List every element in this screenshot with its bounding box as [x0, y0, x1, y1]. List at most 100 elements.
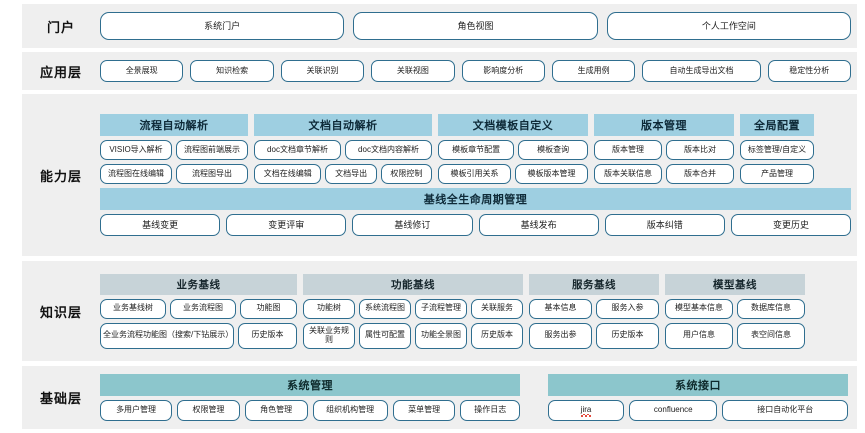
group-header-baseline-lifecycle: 基线全生命周期管理: [100, 188, 851, 210]
cap-item-visio-import-parse[interactable]: VISIO导入解析: [100, 140, 172, 160]
cap-item-version-compare[interactable]: 版本比对: [666, 140, 734, 160]
cap-item-version-manage[interactable]: 版本管理: [594, 140, 662, 160]
portal-item-system-portal[interactable]: 系统门户: [100, 12, 345, 40]
lifecycle-item-change-history[interactable]: 变更历史: [730, 214, 852, 236]
capability-lifecycle-block: 基线全生命周期管理 基线变更 变更评审 基线修订 基线发布 版本纠错 变更历史: [100, 188, 852, 236]
kn-item-business-baseline-tree[interactable]: 业务基线树: [100, 298, 166, 319]
foundation-block-system-interface: 系统接口 jira confluence 接口自动化平台: [548, 374, 848, 421]
kn-item-model-basic-info[interactable]: 模型基本信息: [665, 298, 733, 319]
portal-button-row: 系统门户 角色视图 个人工作空间: [100, 12, 851, 40]
cap-item-tag-mgmt-custom[interactable]: 标签管理/自定义: [740, 140, 814, 160]
cap-item-template-query[interactable]: 模板查询: [518, 140, 588, 160]
lifecycle-item-change-review[interactable]: 变更评审: [226, 214, 347, 236]
layer-label-application: 应用层: [39, 64, 82, 80]
layer-label-knowledge: 知识层: [39, 304, 82, 320]
cap-item-permission-control[interactable]: 权限控制: [380, 164, 432, 184]
app-item-impact-analysis[interactable]: 影响度分析: [461, 60, 545, 82]
group-header-doc-template: 文档模板自定义: [438, 114, 588, 136]
layer-label-capability: 能力层: [39, 168, 82, 184]
cap-item-version-merge[interactable]: 版本合并: [666, 164, 734, 184]
knowledge-group-row: 业务基线 业务基线树 业务流程图 功能图 全业务流程功能图（搜索/下钻展示） 历…: [100, 273, 851, 349]
app-item-stability-analysis[interactable]: 稳定性分析: [767, 60, 851, 82]
kn-item-related-business-rule[interactable]: 关联业务规则: [303, 322, 355, 349]
kn-item-history-version-business[interactable]: 历史版本: [238, 322, 297, 349]
fnd-item-multi-user-mgmt[interactable]: 多用户管理: [100, 400, 173, 421]
kn-item-function-panorama[interactable]: 功能全景图: [415, 322, 467, 349]
cap-item-doc-content-parse[interactable]: doc文档内容解析: [345, 140, 432, 160]
cap-item-template-reference-relation[interactable]: 模板引用关系: [438, 164, 511, 184]
kn-item-history-version-service[interactable]: 历史版本: [596, 322, 659, 349]
app-item-generate-case[interactable]: 生成用例: [551, 60, 636, 82]
group-header-version-mgmt: 版本管理: [594, 114, 734, 136]
fnd-item-menu-mgmt[interactable]: 菜单管理: [392, 400, 456, 421]
cap-item-flowchart-export[interactable]: 流程图导出: [176, 164, 248, 184]
kn-item-related-service[interactable]: 关联服务: [471, 298, 523, 319]
group-row: 文档在线编辑 文档导出 权限控制: [254, 164, 432, 184]
kn-item-subprocess-mgmt[interactable]: 子流程管理: [415, 298, 467, 319]
group-header-system-mgmt: 系统管理: [100, 374, 520, 396]
group-row: 功能树 系统流程图 子流程管理 关联服务: [303, 298, 523, 319]
app-item-panorama[interactable]: 全景展现: [100, 60, 184, 82]
capability-group-row: 流程自动解析 VISIO导入解析 流程图前端展示 流程图在线编辑 流程图导出 文…: [100, 114, 851, 184]
cap-item-flowchart-frontend-display[interactable]: 流程图前端展示: [176, 140, 248, 160]
fnd-item-api-automation-platform[interactable]: 接口自动化平台: [722, 400, 848, 421]
knowledge-group-service-baseline: 服务基线 基本信息 服务入参 服务出参 历史版本: [529, 273, 659, 349]
foundation-block-system-mgmt: 系统管理 多用户管理 权限管理 角色管理 组织机构管理 菜单管理 操作日志: [100, 374, 520, 421]
fnd-item-confluence[interactable]: confluence: [629, 400, 718, 421]
portal-item-personal-workspace[interactable]: 个人工作空间: [606, 12, 851, 40]
group-row: 模板引用关系 模板版本管理: [438, 164, 588, 184]
group-row: 版本管理 版本比对: [594, 140, 734, 160]
cap-item-doc-online-edit[interactable]: 文档在线编辑: [254, 164, 322, 184]
fnd-item-role-mgmt[interactable]: 角色管理: [244, 400, 308, 421]
fnd-item-jira[interactable]: jira: [548, 400, 625, 421]
lifecycle-item-baseline-release[interactable]: 基线发布: [478, 214, 599, 236]
cap-item-product-mgmt[interactable]: 产品管理: [740, 164, 814, 184]
group-row: 模板章节配置 模板查询: [438, 140, 588, 160]
layer-body-application: 全景展现 知识检索 关联识别 关联视图 影响度分析 生成用例 自动生成导出文档 …: [100, 55, 857, 87]
app-item-auto-export-doc[interactable]: 自动生成导出文档: [642, 60, 761, 82]
kn-item-full-business-flow-function-map[interactable]: 全业务流程功能图（搜索/下钻展示）: [100, 322, 235, 349]
group-row: doc文档章节解析 doc文档内容解析: [254, 140, 432, 160]
group-row: 基本信息 服务入参: [529, 298, 659, 319]
app-item-knowledge-search[interactable]: 知识检索: [190, 60, 274, 82]
kn-item-tablespace-info[interactable]: 表空间信息: [737, 322, 805, 349]
foundation-button-row-interface: jira confluence 接口自动化平台: [548, 400, 848, 421]
lifecycle-item-baseline-revision[interactable]: 基线修订: [352, 214, 473, 236]
kn-item-history-version-function[interactable]: 历史版本: [471, 322, 523, 349]
fnd-item-operation-log[interactable]: 操作日志: [460, 400, 520, 421]
kn-item-service-input-param[interactable]: 服务入参: [596, 298, 659, 319]
kn-item-function-tree[interactable]: 功能树: [303, 298, 355, 319]
kn-item-user-info[interactable]: 用户信息: [665, 322, 733, 349]
cap-item-template-chapter-config[interactable]: 模板章节配置: [438, 140, 515, 160]
kn-item-business-flowchart[interactable]: 业务流程图: [170, 298, 236, 319]
lifecycle-item-version-correction[interactable]: 版本纠错: [604, 214, 725, 236]
layer-label-foundation: 基础层: [39, 391, 82, 406]
lifecycle-item-baseline-change[interactable]: 基线变更: [100, 214, 221, 236]
portal-item-role-view[interactable]: 角色视图: [353, 12, 598, 40]
kn-item-database-info[interactable]: 数据库信息: [737, 298, 805, 319]
app-item-relation-view[interactable]: 关联视图: [371, 60, 455, 82]
kn-item-attribute-configurable[interactable]: 属性可配置: [359, 322, 411, 349]
jira-label: jira: [580, 405, 592, 415]
kn-item-service-output-param[interactable]: 服务出参: [529, 322, 592, 349]
layer-application: 应用层 全景展现 知识检索 关联识别 关联视图 影响度分析 生成用例 自动生成导…: [22, 52, 857, 90]
cap-item-doc-chapter-parse[interactable]: doc文档章节解析: [254, 140, 341, 160]
kn-item-function-diagram[interactable]: 功能图: [240, 298, 297, 319]
group-row: 模型基本信息 数据库信息: [665, 298, 805, 319]
kn-item-basic-info[interactable]: 基本信息: [529, 298, 592, 319]
group-row: 全业务流程功能图（搜索/下钻展示） 历史版本: [100, 322, 297, 349]
group-row: 用户信息 表空间信息: [665, 322, 805, 349]
cap-item-doc-export[interactable]: 文档导出: [325, 164, 377, 184]
layer-body-knowledge: 业务基线 业务基线树 业务流程图 功能图 全业务流程功能图（搜索/下钻展示） 历…: [100, 269, 857, 354]
cap-item-version-relation-info[interactable]: 版本关联信息: [594, 164, 662, 184]
cap-item-flowchart-online-edit[interactable]: 流程图在线编辑: [100, 164, 172, 184]
group-header-service-baseline: 服务基线: [529, 273, 659, 295]
layer-foundation: 基础层 系统管理 多用户管理 权限管理 角色管理 组织机构管理 菜单管理 操作日…: [22, 366, 857, 429]
fnd-item-org-structure-mgmt[interactable]: 组织机构管理: [312, 400, 388, 421]
layer-capability: 能力层 流程自动解析 VISIO导入解析 流程图前端展示 流程图在线编辑 流程图…: [22, 94, 857, 256]
layer-knowledge: 知识层 业务基线 业务基线树 业务流程图 功能图 全业务流程功能图（搜索/下钻展…: [22, 261, 857, 361]
app-item-relation-recognition[interactable]: 关联识别: [280, 60, 365, 82]
fnd-item-permission-mgmt[interactable]: 权限管理: [177, 400, 240, 421]
kn-item-system-flowchart[interactable]: 系统流程图: [359, 298, 411, 319]
cap-item-template-version-mgmt[interactable]: 模板版本管理: [515, 164, 588, 184]
